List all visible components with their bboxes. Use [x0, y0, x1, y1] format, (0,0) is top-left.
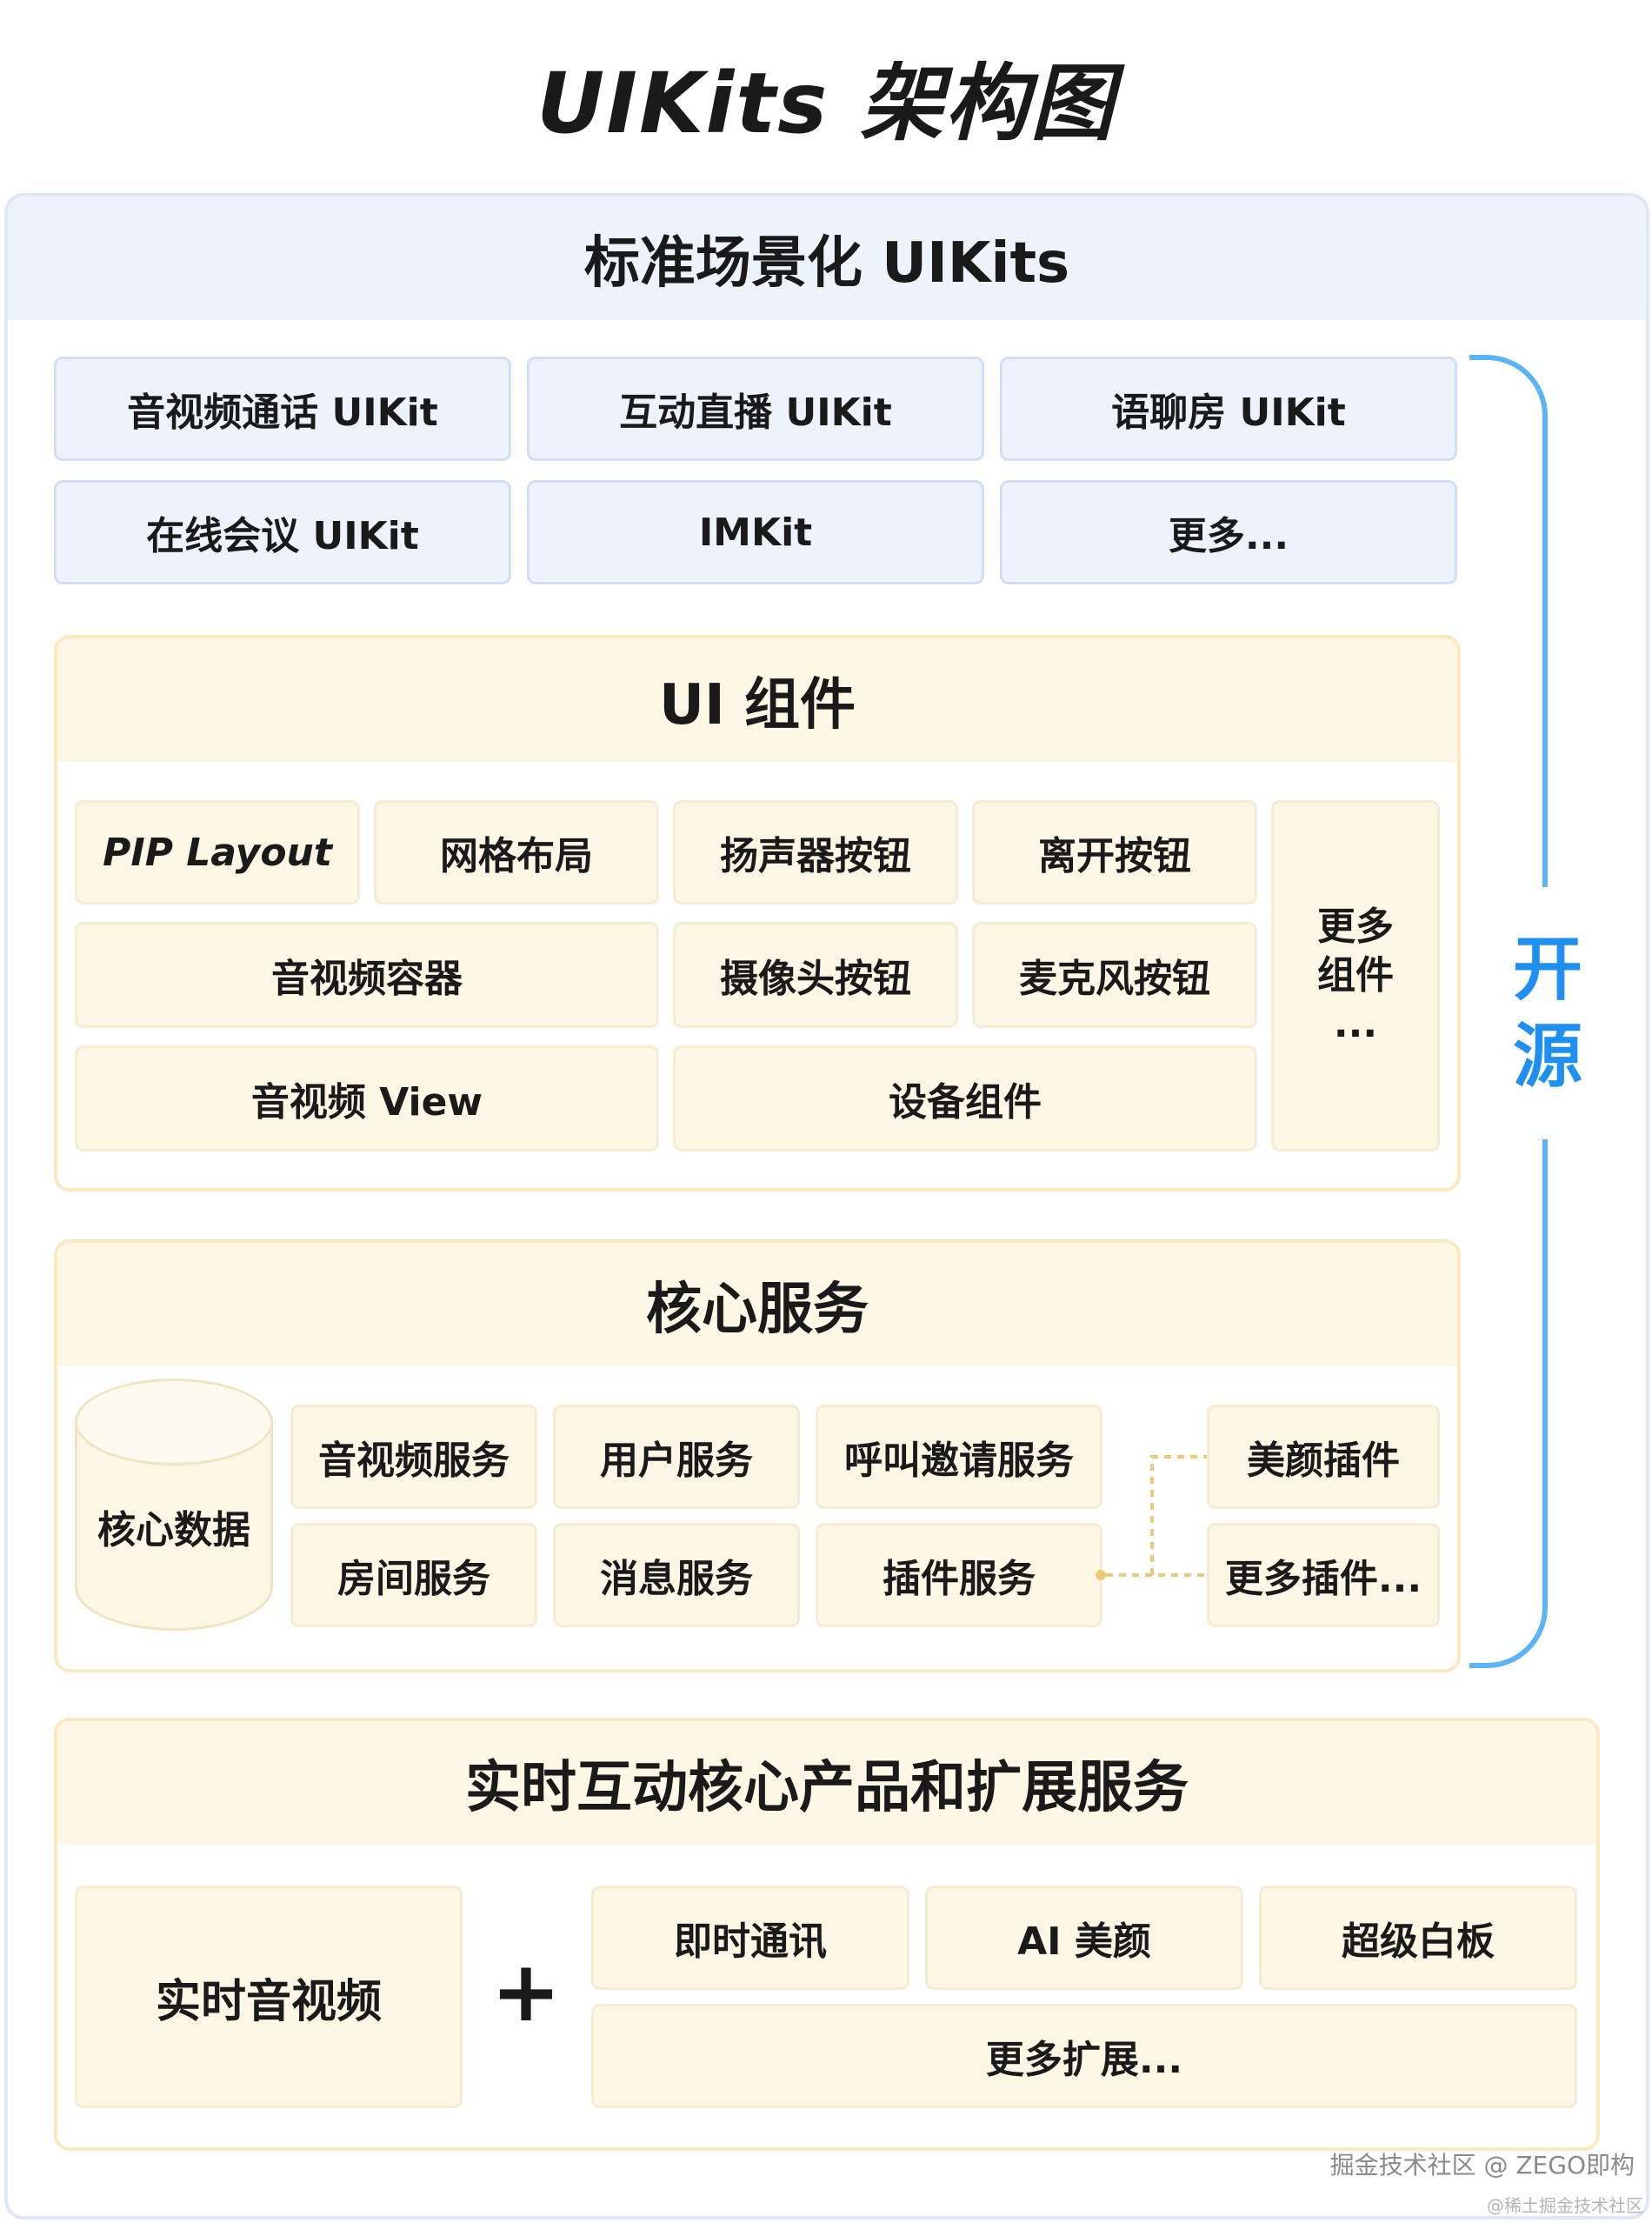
- uikit-live: 互动直播 UIKit: [527, 357, 984, 461]
- more-extensions-box: 更多扩展...: [591, 2004, 1577, 2108]
- whiteboard-box: 超级白板: [1259, 1886, 1577, 1990]
- user-service-box: 用户服务: [553, 1405, 800, 1509]
- room-service-box: 房间服务: [290, 1523, 537, 1627]
- plus-sign: +: [490, 1943, 562, 2040]
- open-source-line1: 开: [1513, 929, 1582, 1010]
- realtime-title: 实时互动核心产品和扩展服务: [57, 1721, 1596, 1845]
- uikit-meeting: 在线会议 UIKit: [54, 480, 511, 584]
- watermark-main: 掘金技术社区 @ ZEGO即构: [1329, 2151, 1635, 2180]
- more-components-line3: ...: [1333, 1002, 1378, 1046]
- rtc-box: 实时音视频: [75, 1886, 463, 2108]
- more-components-box: 更多 组件 ...: [1271, 800, 1440, 1152]
- leave-button-box: 离开按钮: [972, 800, 1257, 905]
- connector-dot: [1096, 1570, 1106, 1580]
- call-invite-service-box: 呼叫邀请服务: [816, 1405, 1102, 1509]
- open-source-label: 开 源: [1504, 887, 1591, 1139]
- beauty-plugin-box: 美颜插件: [1207, 1405, 1440, 1509]
- more-components-line2: 组件: [1317, 953, 1394, 998]
- core-services-title: 核心服务: [57, 1243, 1457, 1366]
- uikit-voice-room: 语聊房 UIKit: [1000, 357, 1457, 461]
- open-source-line2: 源: [1513, 1016, 1582, 1097]
- speaker-button-box: 扬声器按钮: [673, 800, 958, 905]
- more-plugins-box: 更多插件...: [1207, 1523, 1440, 1627]
- page-title: UIKits 架构图: [536, 54, 1116, 152]
- watermark-small: @稀土掘金技术社区: [1487, 2194, 1643, 2216]
- ui-components-title: UI 组件: [57, 638, 1457, 762]
- mic-button-box: 麦克风按钮: [972, 922, 1257, 1028]
- connector-line-beauty: [1150, 1455, 1207, 1575]
- av-service-box: 音视频服务: [290, 1405, 537, 1509]
- camera-button-box: 摄像头按钮: [673, 922, 958, 1028]
- uikit-imkit: IMKit: [527, 480, 984, 584]
- av-container-box: 音视频容器: [75, 922, 659, 1028]
- av-view-box: 音视频 View: [75, 1045, 659, 1152]
- im-box: 即时通讯: [591, 1886, 909, 1990]
- core-data-cylinder-top: [75, 1379, 273, 1465]
- more-components-line1: 更多: [1317, 905, 1394, 949]
- standard-uikits-title: 标准场景化 UIKits: [8, 197, 1646, 320]
- uikit-call: 音视频通话 UIKit: [54, 357, 511, 461]
- plugin-service-box: 插件服务: [816, 1523, 1102, 1627]
- pip-layout-box: PIP Layout: [75, 800, 360, 905]
- device-components-box: 设备组件: [673, 1045, 1257, 1152]
- uikit-more: 更多...: [1000, 480, 1457, 584]
- plugin-connector-lines: [1096, 1455, 1207, 1580]
- core-data-label: 核心数据: [97, 1508, 250, 1552]
- grid-layout-box: 网格布局: [374, 800, 659, 905]
- message-service-box: 消息服务: [553, 1523, 800, 1627]
- ai-beauty-box: AI 美颜: [925, 1886, 1243, 1990]
